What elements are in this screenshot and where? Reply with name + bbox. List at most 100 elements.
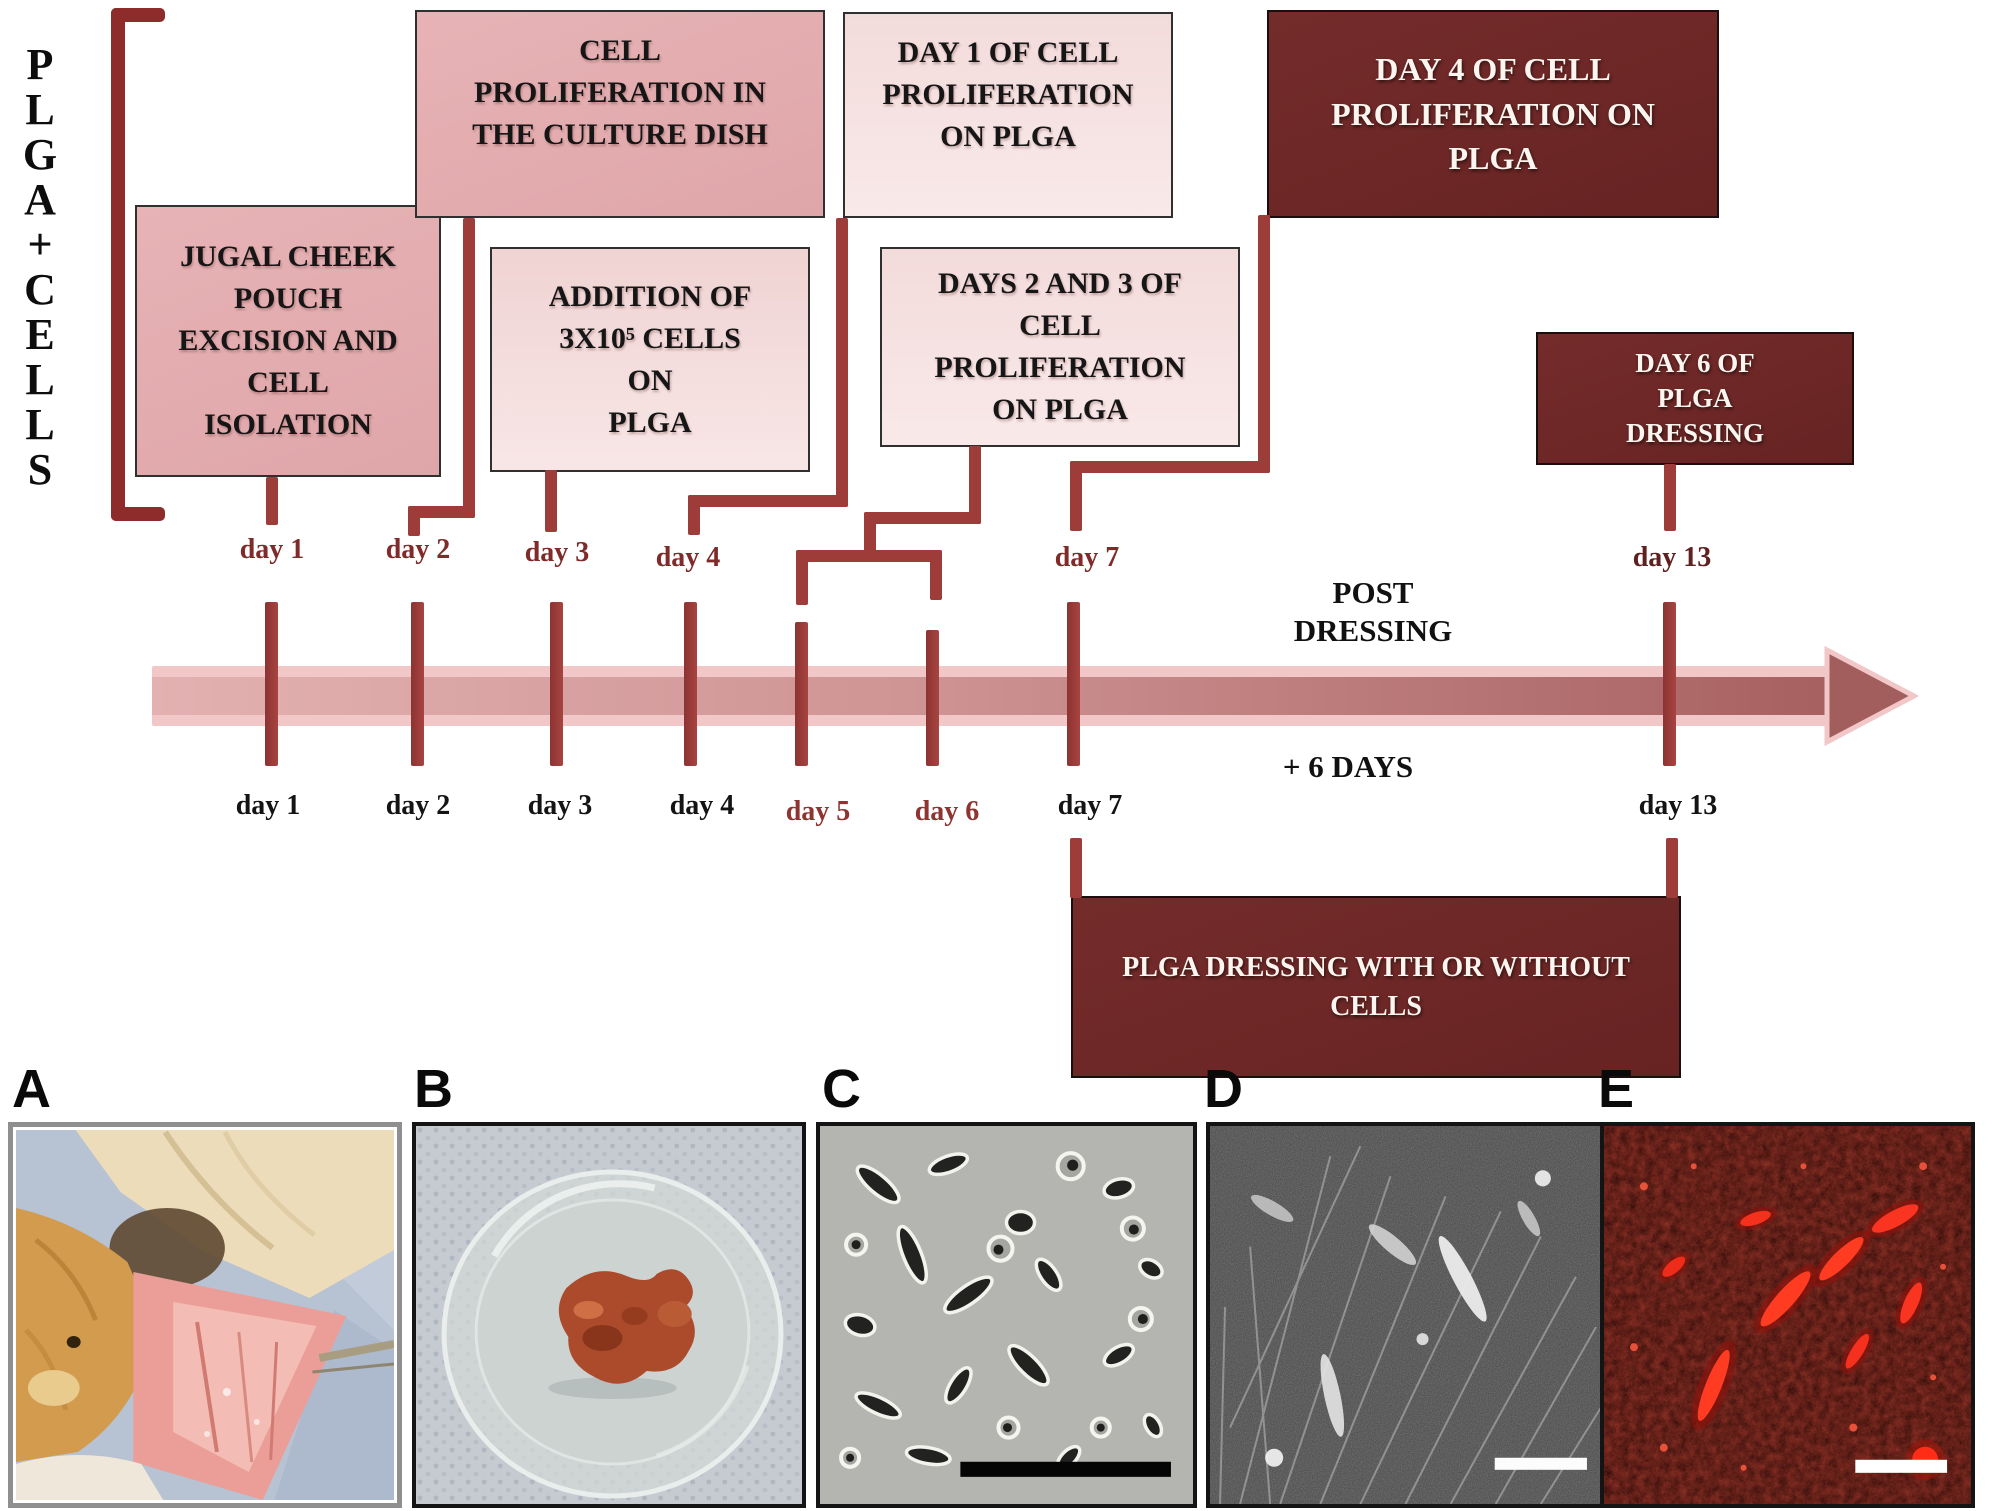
connector-day7-to-dressing-box	[1070, 838, 1082, 898]
upper-label-day7: day 7	[1054, 542, 1120, 573]
lower-label-day6: day 6	[914, 796, 980, 827]
panel-e-photo-frame	[1600, 1122, 1975, 1508]
surgical-probe-icon	[318, 1340, 394, 1362]
timeline-arrowhead-icon	[1824, 645, 1918, 747]
box-day4-proliferation: DAY 4 OF CELL PROLIFERATION ON PLGA	[1267, 10, 1719, 218]
panel-b-photo-frame	[412, 1122, 806, 1508]
post-dressing-line: DRESSING	[1293, 613, 1453, 648]
box-line: CELL	[579, 34, 661, 67]
lower-label-day2: day 2	[385, 790, 451, 821]
box-day6-plga-dressing: DAY 6 OF PLGA DRESSING	[1536, 332, 1854, 465]
box-day1-proliferation: DAY 1 OF CELL PROLIFERATION ON PLGA	[843, 12, 1173, 218]
upper-label-day4: day 4	[655, 542, 721, 573]
box-line: DAYS 2 AND 3 OF	[938, 267, 1182, 300]
lower-label-day5: day 5	[785, 796, 851, 827]
connector-culture-vertical	[463, 218, 475, 518]
connector-day6box-day13-stub	[1664, 464, 1676, 531]
scale-bar	[1494, 1457, 1587, 1470]
box-line: DAY 6 OF	[1635, 347, 1755, 378]
connector-day1box-vertical	[836, 218, 848, 507]
upper-label-day1: day 1	[239, 534, 305, 565]
connector-jugal-day1	[266, 477, 278, 525]
box-line: DRESSING	[1625, 418, 1765, 449]
box-cell-proliferation-dish: CELL PROLIFERATION IN THE CULTURE DISH	[415, 10, 825, 218]
connector-days23-vertical-1	[969, 446, 981, 524]
post-dressing-line: POST	[1332, 575, 1414, 610]
box-line: CELL	[1019, 309, 1101, 342]
box-line: PROLIFERATION ON	[1331, 95, 1655, 132]
timeline-tick-day13	[1663, 602, 1676, 766]
box-line: POUCH	[233, 282, 343, 315]
connector-days23-horizontal-1	[864, 512, 981, 524]
upper-label-day2: day 2	[385, 534, 451, 565]
vertical-letter: A	[24, 175, 56, 224]
vertical-letter: G	[22, 130, 58, 179]
connector-day4box-vertical	[1258, 215, 1270, 473]
tissue-specimen-icon	[558, 1269, 695, 1384]
panel-b-label: B	[414, 1059, 453, 1119]
box-plga-dressing-with-without-cells: PLGA DRESSING WITH OR WITHOUT CELLS	[1071, 896, 1681, 1078]
scale-bar	[1855, 1459, 1948, 1473]
scale-bar	[960, 1461, 1171, 1477]
vertical-letter: S	[27, 445, 53, 494]
panel-d-photo-frame	[1206, 1122, 1607, 1508]
connector-days23-day6-stub	[930, 550, 942, 600]
box-line: JUGAL CHEEK	[180, 240, 396, 273]
panel-c-photo-frame	[816, 1122, 1197, 1508]
hamster-cheek-pouch-photo	[16, 1130, 394, 1500]
lower-label-day7: day 7	[1057, 790, 1123, 821]
upper-label-day3: day 3	[524, 537, 590, 568]
box-line: PLGA	[1657, 382, 1733, 413]
connector-days23-day5-stub	[796, 550, 808, 605]
box-line: PLGA DRESSING WITH OR WITHOUT	[1122, 951, 1630, 983]
box-line: PLGA	[608, 405, 692, 439]
connector-day13-to-dressing-box	[1666, 838, 1678, 898]
box-line: PROLIFERATION IN	[474, 76, 766, 109]
box-line: PROLIFERATION	[882, 78, 1134, 111]
timeline-arrow-core	[152, 677, 1832, 715]
connector-day4box-horizontal	[1070, 461, 1270, 473]
vertical-letter: +	[27, 220, 53, 269]
lower-label-day13: day 13	[1638, 790, 1718, 821]
phase-contrast-cells-photo	[820, 1126, 1193, 1504]
vertical-letter: E	[25, 310, 55, 359]
lower-label-day1: day 1	[235, 790, 301, 821]
panel-a-photo-frame	[8, 1122, 402, 1508]
box-line: THE CULTURE DISH	[472, 118, 768, 151]
connector-day4box-day7-stub	[1070, 461, 1082, 531]
box-addition-cells-on-plga: ADDITION OF 3X10⁵ CELLS ON PLGA	[490, 247, 810, 472]
plga-cells-vertical-label: P L G A + C E L L S	[14, 42, 66, 492]
connector-addition-day3-stub	[545, 470, 557, 532]
connector-day1box-horizontal	[688, 495, 848, 507]
box-line: ON PLGA	[940, 120, 1076, 153]
lower-label-day3: day 3	[527, 790, 593, 821]
timeline-tick-day1	[265, 602, 278, 766]
vertical-letter: L	[25, 355, 55, 404]
connector-day1box-day4-stub	[688, 495, 700, 535]
panel-d-label: D	[1204, 1059, 1243, 1119]
connector-culture-horizontal	[408, 506, 475, 518]
box-line: EXCISION AND	[178, 324, 398, 357]
panel-c-label: C	[822, 1059, 861, 1119]
box-line: CELLS	[1330, 991, 1422, 1022]
vertical-letter: L	[25, 85, 55, 134]
connector-days23-vertical-2	[864, 512, 876, 562]
lower-label-day4: day 4	[669, 790, 735, 821]
connector-days23-tbar	[796, 550, 942, 562]
plus-six-days-label: + 6 DAYS	[1282, 749, 1414, 784]
box-jugal-cheek-excision: JUGAL CHEEK POUCH EXCISION AND CELL ISOL…	[135, 205, 441, 477]
timeline-tick-day4	[684, 602, 697, 766]
vertical-letter: C	[24, 265, 56, 314]
box-line: PROLIFERATION	[934, 351, 1186, 384]
box-line: ADDITION OF	[548, 279, 752, 313]
timeline-tick-day6	[926, 630, 939, 766]
left-bracket	[111, 8, 125, 521]
post-dressing-label: POST DRESSING	[1253, 574, 1493, 650]
timeline-tick-day2	[411, 602, 424, 766]
timeline-tick-day7	[1067, 602, 1080, 766]
box-line: DAY 1 OF CELL	[897, 36, 1119, 69]
panel-e-label: E	[1598, 1059, 1635, 1119]
box-line: ISOLATION	[204, 408, 372, 441]
upper-label-day13: day 13	[1632, 542, 1712, 573]
